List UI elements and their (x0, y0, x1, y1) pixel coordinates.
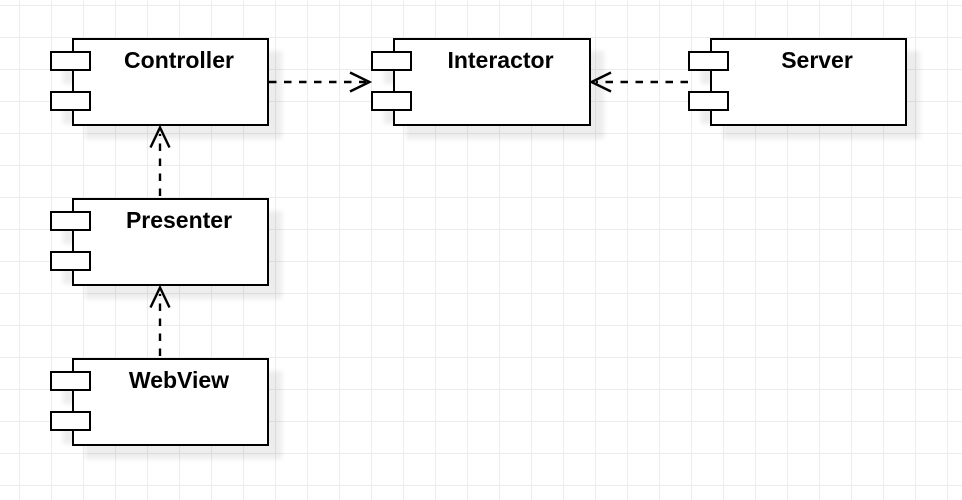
open-arrowhead-up-icon (149, 284, 171, 309)
uml-port-icon (50, 91, 91, 111)
component-label: Controller (124, 46, 234, 73)
component-label: WebView (128, 366, 230, 393)
connector-presenter-to-controller[interactable] (149, 124, 171, 197)
connector-server-to-interactor[interactable] (588, 71, 689, 93)
component-interactor[interactable]: Interactor (371, 38, 591, 126)
uml-port-icon (688, 51, 729, 71)
component-webview[interactable]: WebView (50, 358, 269, 446)
uml-port-icon (371, 51, 412, 71)
component-controller[interactable]: Controller (50, 38, 269, 126)
connector-controller-to-interactor[interactable] (269, 71, 373, 93)
component-server[interactable]: Server (688, 38, 907, 126)
connector-webview-to-presenter[interactable] (149, 284, 171, 357)
uml-port-icon (50, 211, 91, 231)
uml-port-icon (50, 51, 91, 71)
open-arrowhead-up-icon (149, 124, 171, 149)
uml-port-icon (50, 411, 91, 431)
uml-port-icon (688, 91, 729, 111)
component-label: Presenter (125, 206, 233, 233)
component-label: Interactor (447, 46, 554, 73)
open-arrowhead-right-icon (349, 71, 373, 93)
uml-port-icon (50, 371, 91, 391)
component-presenter[interactable]: Presenter (50, 198, 269, 286)
uml-port-icon (371, 91, 412, 111)
uml-port-icon (50, 251, 91, 271)
open-arrowhead-left-icon (588, 71, 612, 93)
component-label: Server (781, 46, 853, 73)
